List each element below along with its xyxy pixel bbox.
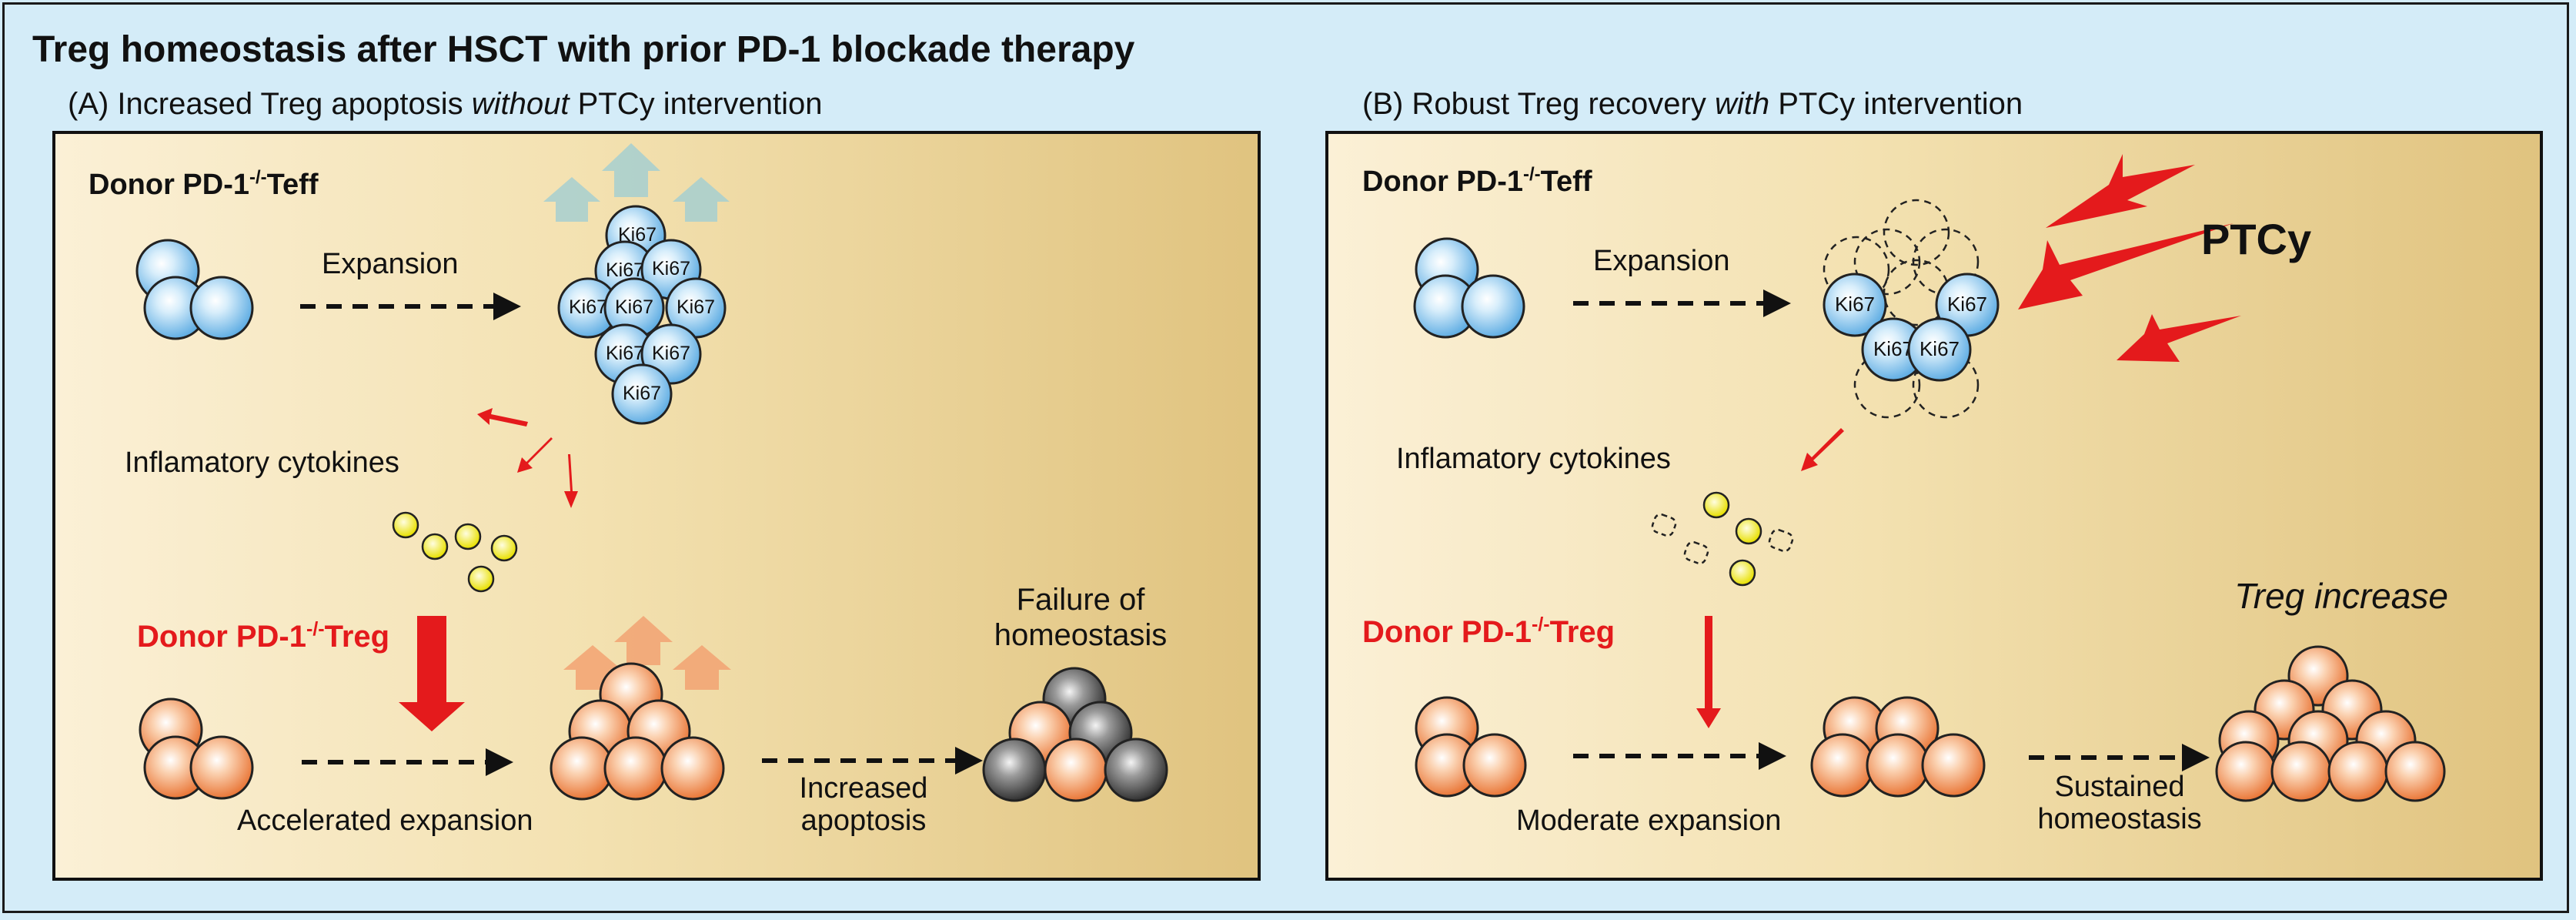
svg-text:Ki67: Ki67 [606,259,644,281]
panel-a-cytokines-label: Inflamatory cytokines [125,447,399,479]
svg-text:Ki67: Ki67 [623,383,661,404]
panel-b-ki67-cluster: Ki67 Ki67 Ki67 Ki67 [1823,273,2000,382]
panel-a-big-red-arrow [399,616,465,731]
panel-b-header: (B) Robust Treg recovery with PTCy inter… [1362,87,2023,121]
panel-a-cytokine-dots [392,511,518,593]
svg-text:Ki67: Ki67 [1947,293,1987,316]
panel-b-depleted-cytokines [1651,513,1794,565]
panel-b-expanded-treg-cluster [1810,696,1986,798]
panel-a-header: (A) Increased Treg apoptosis without PTC… [68,87,823,121]
panel-b-treg-label: Donor PD-1-/-Treg [1362,614,1615,649]
figure-title: Treg homeostasis after HSCT with prior P… [32,29,1135,70]
panel-b-teff-label: Donor PD-1-/-Teff [1362,164,1592,198]
panel-b-cytokines-label: Inflamatory cytokines [1396,443,1671,475]
svg-text:Ki67: Ki67 [677,296,715,318]
panel-a-teff-cluster [135,239,254,340]
panel-a-ki67-cluster: Ki67 Ki67 Ki67 Ki67 Ki67 Ki67 Ki67 Ki67 … [557,205,727,425]
panel-a-expansion-label: Expansion [322,248,458,280]
panel-a-treg-label: Donor PD-1-/-Treg [137,618,389,654]
panel-a-treg-cluster [139,698,254,800]
panel-b-cytokine-dots [1702,491,1762,587]
svg-text:Ki67: Ki67 [652,258,690,279]
panel-a-accelerated-label: Accelerated expansion [237,805,533,837]
panel-b-ptcy-label: PTCy [2201,215,2311,263]
svg-text:Ki67: Ki67 [1919,337,1960,360]
svg-text:Ki67: Ki67 [1835,293,1875,316]
svg-text:Ki67: Ki67 [1873,337,1913,360]
svg-text:Ki67: Ki67 [569,296,607,318]
panel-b-treg-increase-cluster [2215,645,2446,802]
panel-b-red-arrow [1696,616,1721,728]
panel-b-treg-cluster [1415,696,1527,798]
panel-b-expansion-label: Expansion [1593,245,1729,277]
svg-text:Ki67: Ki67 [615,296,653,318]
panel-b-ptcy-arrows [2018,154,2241,362]
panel-a-cytokine-arrows [477,408,578,508]
panel-a-teff-label: Donor PD-1-/-Teff [89,167,319,201]
svg-text:Ki67: Ki67 [652,343,690,364]
panel-a-proliferation-arrows [543,143,730,222]
panel-b-moderate-label: Moderate expansion [1516,805,1781,837]
panel-a-apoptotic-cluster [982,667,1168,802]
panel-b-teff-cluster [1413,237,1525,339]
svg-text:Ki67: Ki67 [606,343,644,364]
panel-b-increase-label: Treg increase [2234,576,2448,616]
panel-b-cytokine-arrow [1801,428,1844,471]
panel-a-expanded-treg-cluster [550,662,725,801]
